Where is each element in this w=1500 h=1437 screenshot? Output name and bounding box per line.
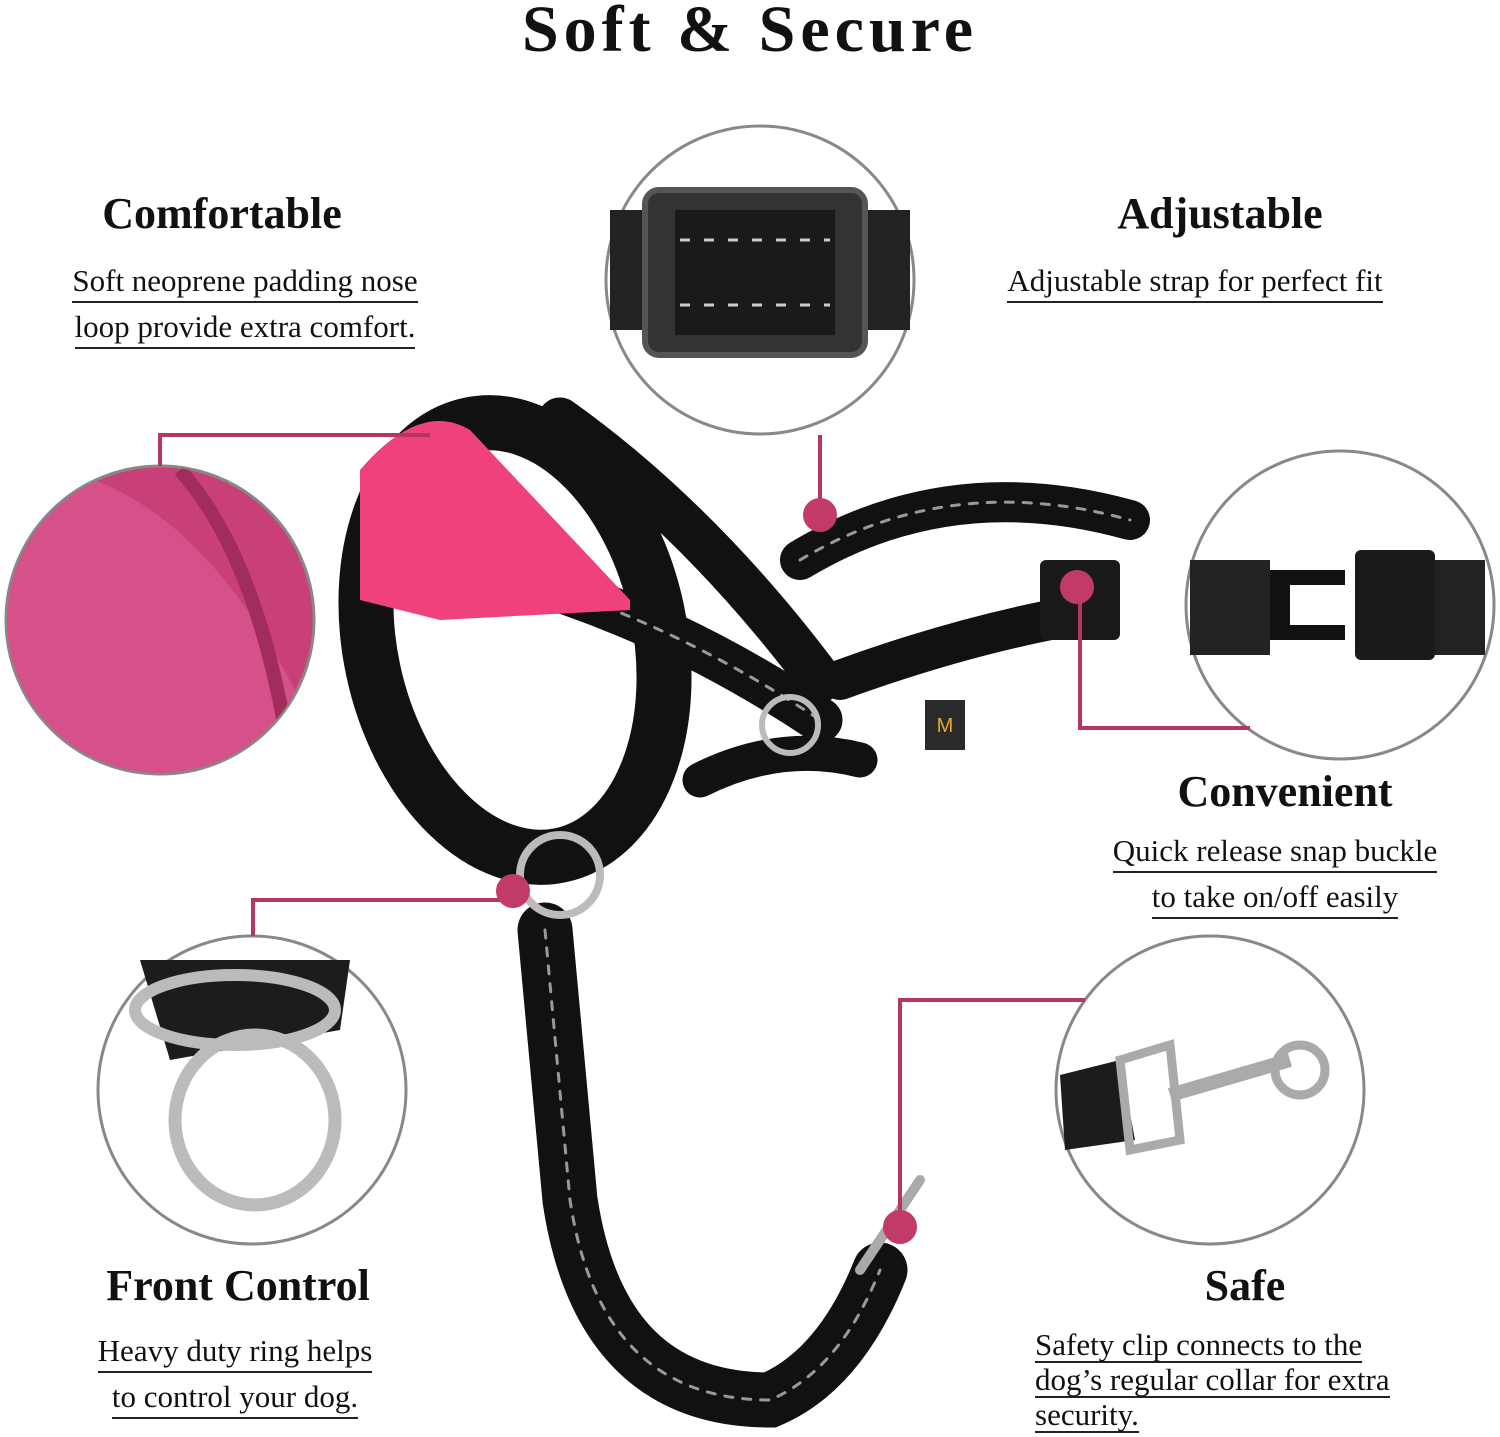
detail-circle-convenient — [1184, 449, 1496, 761]
heading-safe: Safe — [1204, 1261, 1286, 1310]
desc-line: to take on/off easily — [1151, 877, 1399, 919]
desc-line: security. — [1035, 1397, 1139, 1433]
page-title: Soft & Secure — [521, 0, 979, 66]
desc-line: to control your dog. — [111, 1377, 359, 1419]
svg-text:M: M — [937, 715, 954, 737]
desc-line: Adjustable strap for perfect fit — [1007, 261, 1383, 303]
desc-line: dog’s regular collar for extra — [1035, 1362, 1390, 1398]
desc-line: Soft neoprene padding nose — [72, 261, 418, 303]
desc-convenient: Quick release snap buckle to take on/off… — [1055, 828, 1495, 920]
detail-circle-comfortable — [4, 464, 316, 776]
detail-circle-adjustable — [604, 124, 916, 436]
desc-comfortable: Soft neoprene padding nose loop provide … — [20, 258, 470, 350]
desc-line: Heavy duty ring helps — [97, 1331, 373, 1373]
heading-front-control: Front Control — [106, 1261, 370, 1310]
desc-line: loop provide extra comfort. — [74, 307, 416, 349]
desc-front-control: Heavy duty ring helps to control your do… — [35, 1328, 435, 1420]
detail-circle-front-control — [96, 934, 408, 1246]
callout-dots — [496, 498, 1094, 1244]
head-halter — [338, 395, 1150, 1428]
heading-convenient: Convenient — [1177, 767, 1393, 816]
size-tag: M — [925, 700, 965, 750]
desc-adjustable: Adjustable strap for perfect fit — [950, 258, 1440, 304]
desc-line: Safety clip connects to the — [1035, 1327, 1363, 1363]
heading-adjustable: Adjustable — [1117, 189, 1323, 238]
callout-connectors — [158, 433, 1250, 1227]
detail-circle-safe — [1054, 934, 1366, 1246]
desc-line: Quick release snap buckle — [1112, 831, 1438, 873]
desc-safe: Safety clip connects to the dog’s regula… — [1035, 1328, 1495, 1433]
heading-comfortable: Comfortable — [102, 189, 342, 238]
